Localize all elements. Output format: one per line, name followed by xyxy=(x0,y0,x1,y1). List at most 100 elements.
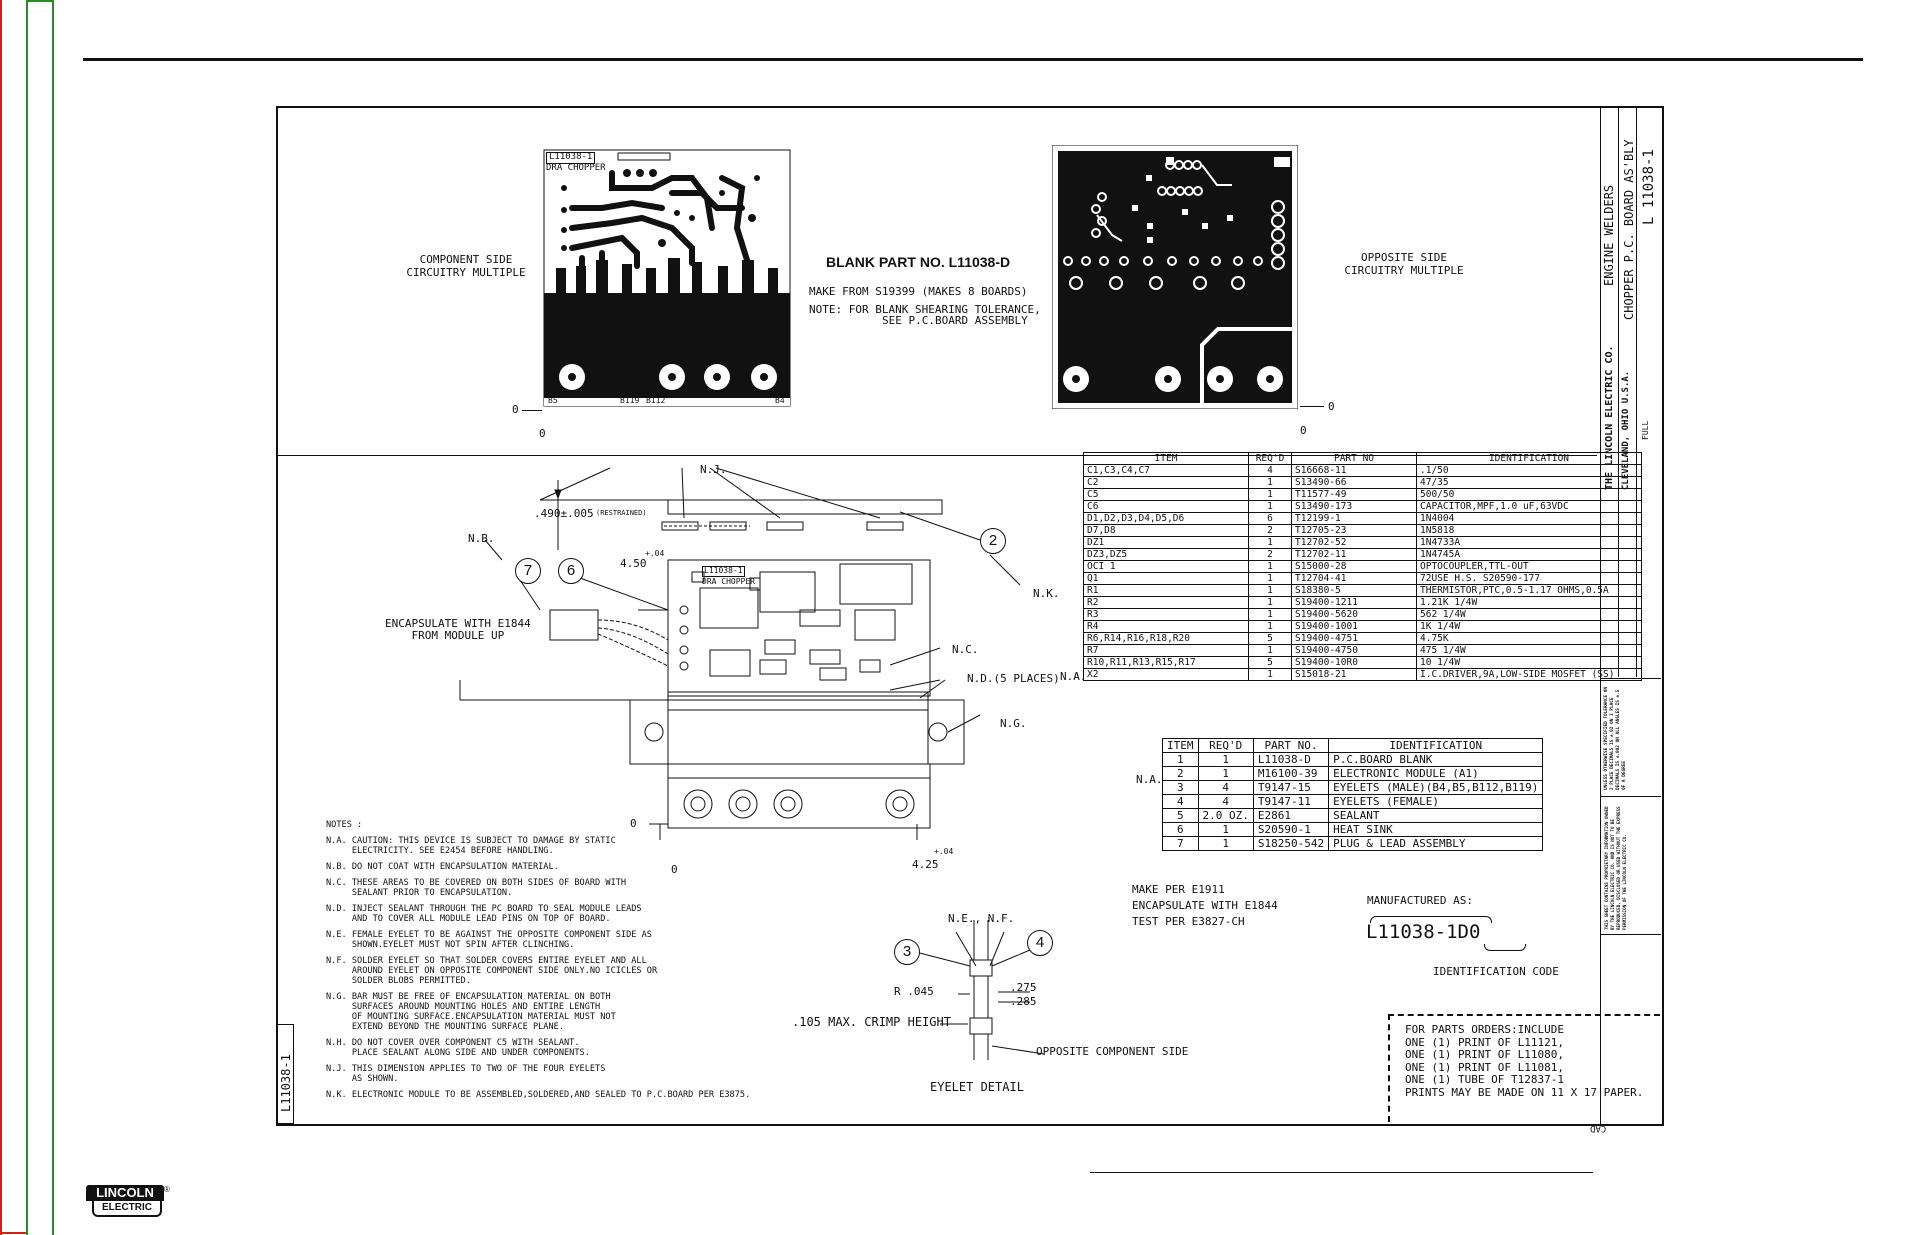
parts-cell: DZ3,DZ5 xyxy=(1083,548,1249,561)
parts-cell: 1 xyxy=(1248,572,1292,585)
note-item: N.C. THESE AREAS TO BE COVERED ON BOTH S… xyxy=(326,878,627,898)
balloon-4: 4 xyxy=(1027,930,1053,956)
bom-col-0: ITEM xyxy=(1162,738,1199,753)
title-block-sep-3 xyxy=(1601,934,1661,935)
bom-cell: 1 xyxy=(1197,752,1254,767)
make-from: MAKE FROM S19399 (MAKES 8 BOARDS) xyxy=(809,285,1028,298)
bom-cell: T9147-11 xyxy=(1252,794,1330,809)
note-item: N.J. THIS DIMENSION APPLIES TO TWO OF TH… xyxy=(326,1064,606,1084)
bom-cell: 2 xyxy=(1162,766,1199,781)
bom-cell: S18250-542 xyxy=(1252,836,1330,851)
title-block-divider-3 xyxy=(1636,107,1637,677)
eyelet-crimp: .105 MAX. CRIMP HEIGHT xyxy=(792,1015,951,1029)
lincoln-logo-text: LINCOLN xyxy=(96,1185,154,1200)
parts-cell: T12702-11 xyxy=(1291,548,1417,561)
note-item: N.F. SOLDER EYELET SO THAT SOLDER COVERS… xyxy=(326,956,658,986)
encapsulate-note: ENCAPSULATE WITH E1844 FROM MODULE UP xyxy=(385,617,531,643)
parts-cell: S19400-1001 xyxy=(1291,620,1417,633)
eyelet-detail-drawing xyxy=(907,920,1045,1060)
parts-cell: S19400-4750 xyxy=(1291,644,1417,657)
pcb-opposite-art xyxy=(1051,144,1299,410)
parts-cell: D7,D8 xyxy=(1083,524,1249,537)
dim-width-tol: +.04 xyxy=(645,549,665,558)
parts-cell: 47/35 xyxy=(1416,476,1642,489)
lincoln-logo-reg: ® xyxy=(164,1185,170,1194)
bom-cell: ELECTRONIC MODULE (A1) xyxy=(1328,766,1544,781)
bom-cell: EYELETS (FEMALE) xyxy=(1328,794,1544,809)
origin-y-right: 0 xyxy=(1300,424,1307,437)
parts-cell: 5 xyxy=(1248,632,1292,645)
pin-b112: B112 xyxy=(646,396,666,405)
assembly-drawing xyxy=(459,467,1021,840)
assembly-origin-y: 0 xyxy=(671,863,678,876)
pcb-dra-label: DRA xyxy=(1274,160,1291,170)
sheet-divider xyxy=(277,455,1597,456)
parts-cell: 72USE H.S. S20590-177 xyxy=(1416,572,1642,585)
parts-cell: S13490-173 xyxy=(1291,500,1417,513)
eyelet-dim-b: .285 xyxy=(1010,995,1037,1008)
parts-cell: R2 xyxy=(1083,596,1249,609)
note-item: N.G. BAR MUST BE FREE OF ENCAPSULATION M… xyxy=(326,992,616,1032)
left-edge-red-bottom xyxy=(0,1232,28,1234)
bom-cell: S20590-1 xyxy=(1252,822,1330,837)
eyelet-radius: R .045 xyxy=(894,985,934,998)
balloon-2: 2 xyxy=(980,528,1006,554)
parts-cell: R6,R14,R16,R18,R20 xyxy=(1083,632,1249,645)
pin-b119: B119 xyxy=(620,396,640,405)
parts-cell: S19400-1211 xyxy=(1291,596,1417,609)
bom-cell: 1 xyxy=(1197,822,1254,837)
bom-cell: P.C.BOARD BLANK xyxy=(1328,752,1544,767)
dim-height: 4.25 xyxy=(912,858,939,871)
bom-cell: E2861 xyxy=(1252,808,1330,823)
parts-cell: OCI 1 xyxy=(1083,560,1249,573)
note-item: N.D. INJECT SEALANT THROUGH THE PC BOARD… xyxy=(326,904,642,924)
drawing-sheet xyxy=(276,106,1664,1126)
lincoln-logo-top xyxy=(86,1185,164,1201)
parts-cell: 1 xyxy=(1248,668,1292,681)
notes-heading: NOTES : xyxy=(326,820,363,830)
parts-cell: 562 1/4W xyxy=(1416,608,1642,621)
parts-cell: 4.75K xyxy=(1416,632,1642,645)
make-per: MAKE PER E1911 ENCAPSULATE WITH E1844 TE… xyxy=(1132,883,1278,928)
blank-part-title: BLANK PART NO. L11038-D xyxy=(826,254,1011,270)
manufactured-code: L11038-1D0 xyxy=(1366,921,1481,943)
identification-code-label: IDENTIFICATION CODE xyxy=(1433,965,1559,978)
parts-cell: S15018-21 xyxy=(1291,668,1417,681)
origin-x-right: 0 xyxy=(1328,400,1335,413)
pcb-component-side: L11038-1 DRA CHOPPER B5 B119 B112 B4 xyxy=(542,148,792,408)
dim-restrained: (RESTRAINED) xyxy=(596,509,647,517)
parts-cell: 1 xyxy=(1248,596,1292,609)
eyelet-dim-a: .275 xyxy=(1010,981,1037,994)
title-scale: FULL xyxy=(1641,420,1650,440)
header-rule xyxy=(83,58,1863,61)
bom-cell: 1 xyxy=(1197,766,1254,781)
parts-cell: 2 xyxy=(1248,548,1292,561)
parts-cell: 10 1/4W xyxy=(1416,656,1642,669)
left-edge-green-2 xyxy=(52,0,54,1235)
parts-cell: R3 xyxy=(1083,608,1249,621)
note-item: N.B. DO NOT COAT WITH ENCAPSULATION MATE… xyxy=(326,862,559,872)
parts-cell: 1N4733A xyxy=(1416,536,1642,549)
bom-cell: L11038-D xyxy=(1252,752,1330,767)
bom-cell: HEAT SINK xyxy=(1328,822,1544,837)
note-tolerance-2: SEE P.C.BOARD ASSEMBLY xyxy=(882,314,1028,327)
bom-cell: 6 xyxy=(1162,822,1199,837)
code-brace-left xyxy=(1370,916,1492,923)
parts-cell: 1 xyxy=(1248,536,1292,549)
pcb-opposite-side: DRA xyxy=(1051,144,1299,410)
code-brace-right xyxy=(1484,944,1526,951)
parts-col-3: IDENTIFICATION xyxy=(1416,452,1642,465)
bom-col-1: REQ'D xyxy=(1197,738,1254,753)
